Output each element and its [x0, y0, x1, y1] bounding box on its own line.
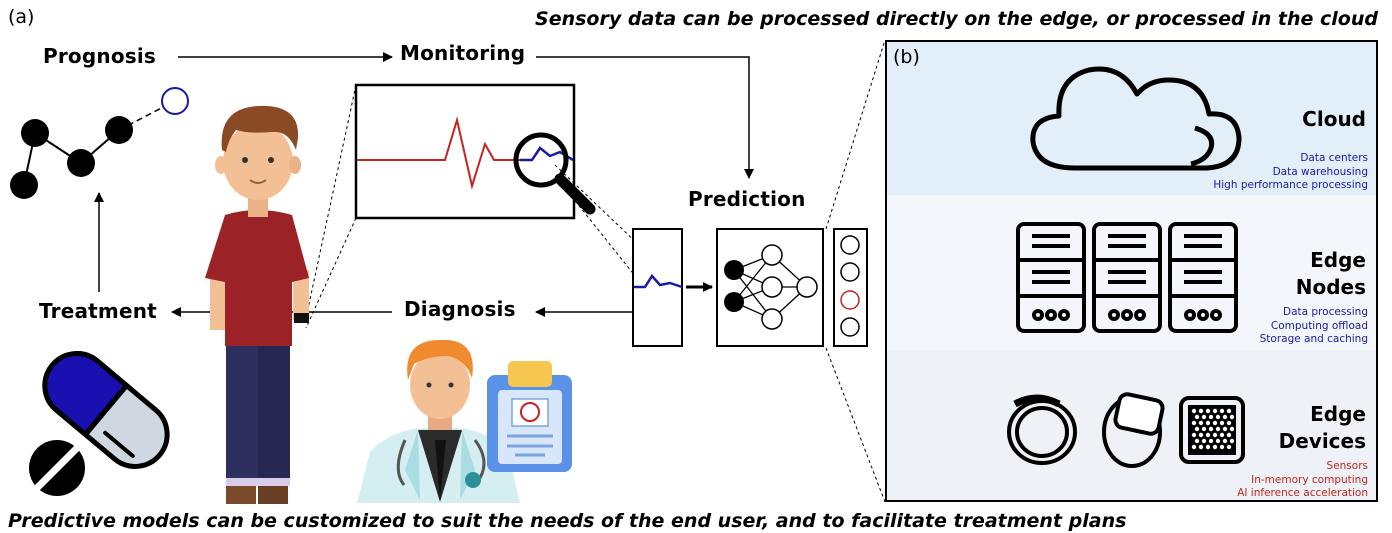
stage-treatment: Treatment: [39, 299, 157, 323]
tier-desc-line: Storage and caching: [1259, 333, 1368, 345]
tier-title-edge-nodes: Edge Nodes: [1296, 247, 1366, 301]
tier-title-line: Edge: [1310, 402, 1366, 426]
sensor-array-icon: [1179, 396, 1245, 464]
clipboard-icon: [487, 361, 572, 472]
tier-desc-line: In-memory computing: [1251, 473, 1368, 486]
panel-a-label: (a): [8, 6, 35, 28]
tier-desc-line: High performance processing: [1213, 179, 1368, 191]
prognosis-graph: [10, 87, 189, 199]
tier-desc-line: Sensors: [1326, 460, 1368, 472]
tier-title-edge-devices: Edge Devices: [1279, 401, 1366, 455]
tier-title-cloud: Cloud: [1302, 107, 1366, 131]
tier-desc-line: Data warehousing: [1272, 165, 1368, 178]
panel-b: (b): [885, 40, 1378, 502]
panel-b-icons: [1007, 66, 1245, 468]
tier-title-line: Edge: [1310, 248, 1366, 272]
cloud-icon: [1030, 66, 1242, 171]
tier-desc-line: Data centers: [1300, 152, 1368, 164]
neural-network: [716, 228, 824, 347]
tier-title-line: Nodes: [1295, 275, 1366, 299]
sensor-snippet: [632, 228, 713, 347]
smartwatch-icon: [1102, 392, 1165, 468]
patient-figure: [205, 105, 309, 504]
stage-prognosis: Prognosis: [43, 44, 157, 68]
tier-title-line: Devices: [1278, 429, 1366, 453]
smart-ring-icon: [1007, 394, 1077, 465]
server-rack-icons: [1016, 222, 1238, 333]
tier-desc-line: Data processing: [1283, 306, 1368, 318]
projection-lines: [305, 39, 886, 503]
tier-desc-line: AI inference acceleration: [1237, 487, 1368, 499]
tier-desc-cloud: Data centers Data warehousing High perfo…: [1213, 152, 1368, 193]
pill-icons: [29, 351, 170, 496]
output-classes: [833, 228, 868, 347]
doctor-figure: [357, 339, 520, 503]
arrow-monitoring-prediction: [536, 56, 754, 179]
panel-b-label: (b): [893, 46, 920, 68]
stage-diagnosis: Diagnosis: [404, 297, 516, 321]
tier-desc-edge-devices: Sensors In-memory computing AI inference…: [1237, 460, 1368, 500]
stage-monitoring: Monitoring: [400, 41, 526, 65]
bottom-caption: Predictive models can be customized to s…: [8, 510, 1127, 532]
top-caption: Sensory data can be processed directly o…: [535, 8, 1378, 30]
tier-desc-edge-nodes: Data processing Computing offload Storag…: [1260, 306, 1368, 347]
tier-desc-line: Computing offload: [1270, 319, 1368, 332]
stage-prediction: Prediction: [688, 187, 806, 211]
monitoring-screen: [354, 83, 596, 220]
